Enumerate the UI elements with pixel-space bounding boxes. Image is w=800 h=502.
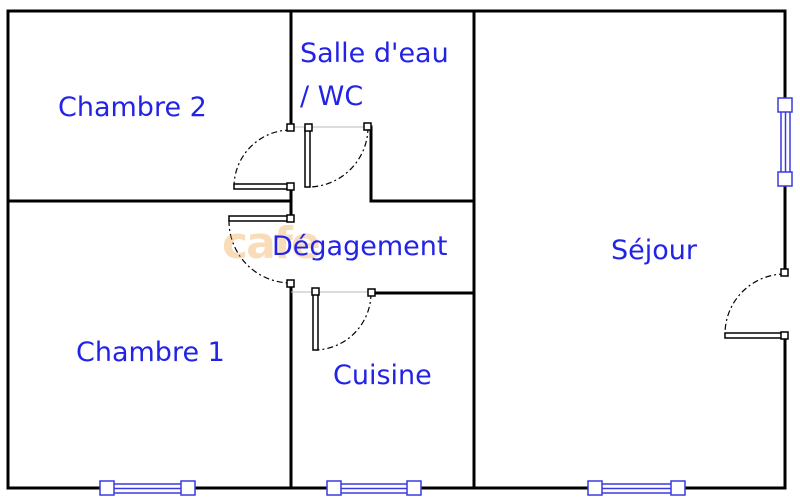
windows (99, 97, 793, 496)
room-label-degagement: Dégagement (272, 231, 448, 262)
door-sejour-swing (724, 273, 786, 336)
door-sdb-swing (308, 126, 369, 188)
door-chambre-2-swing (233, 129, 292, 187)
door-sdb-leaf (304, 126, 311, 188)
room-label-chambre-1: Chambre 1 (76, 337, 225, 368)
door-cuisine-leaf (312, 290, 319, 351)
door-sejour-leaf (724, 332, 786, 339)
doors (228, 126, 786, 351)
room-label-chambre-2: Chambre 2 (58, 92, 207, 123)
door-chambre-2-leaf (233, 183, 292, 190)
watermark-logo: cafe (222, 218, 321, 269)
room-label-wc: / WC (300, 81, 364, 112)
door-gaps (780, 273, 790, 336)
room-label-sejour: Séjour (611, 235, 697, 266)
door-chambre-1-swing (228, 219, 292, 284)
door-cuisine-swing (315, 292, 372, 351)
door-hinges (286, 122, 789, 340)
room-label-cuisine: Cuisine (333, 360, 432, 391)
room-label-salle-deau: Salle d'eau (300, 38, 449, 69)
